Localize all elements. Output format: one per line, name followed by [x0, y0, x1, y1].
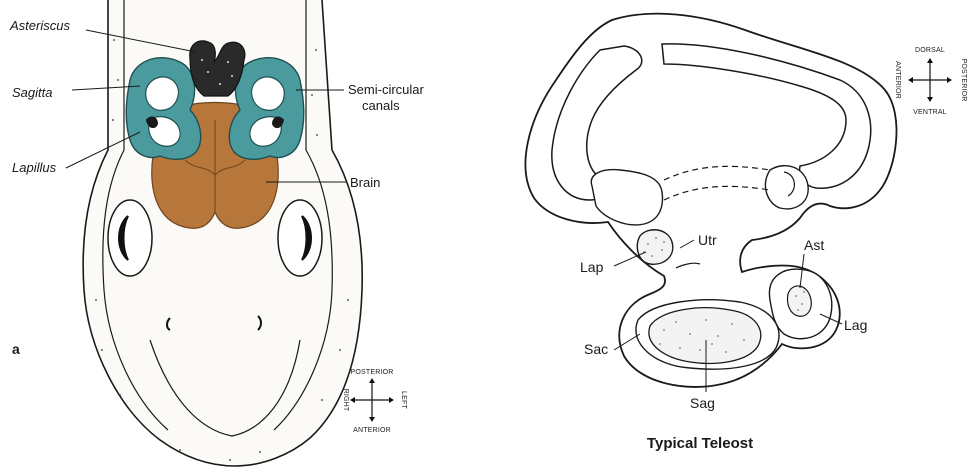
label-lapillus: Lapillus — [12, 160, 57, 175]
label-sag: Sag — [690, 395, 715, 411]
compass-b-right: POSTERIOR — [960, 58, 967, 101]
asteriscus-otolith-b — [787, 286, 811, 316]
fish-head-drawing: Asteriscus Sagitta Lapillus Semi-circula… — [9, 0, 425, 466]
compass-a-right: LEFT — [400, 391, 407, 409]
left-eye-socket — [108, 200, 152, 276]
compass-a-bottom: ANTERIOR — [353, 427, 391, 434]
label-sac: Sac — [584, 341, 608, 357]
label-lap: Lap — [580, 259, 604, 275]
compass-a-left: RIGHT — [342, 389, 349, 412]
right-eye-socket — [278, 200, 322, 276]
compass-a-top: POSTERIOR — [350, 369, 393, 376]
label-sagitta: Sagitta — [12, 85, 52, 100]
label-brain: Brain — [350, 175, 380, 190]
figure-b-title: Typical Teleost — [647, 435, 753, 452]
label-lag: Lag — [844, 317, 867, 333]
label-utr: Utr — [698, 232, 717, 248]
inner-ear-drawing: Lap Utr Ast Lag Sac Sag Typical Teleost … — [525, 14, 967, 452]
label-semicircular-line1: Semi-circular — [348, 82, 425, 97]
panel-letter-a: a — [12, 341, 20, 357]
compass-b-top: DORSAL — [915, 47, 945, 54]
label-ast: Ast — [804, 237, 824, 253]
lapillus-otolith — [637, 230, 673, 265]
compass-b: DORSAL VENTRAL ANTERIOR POSTERIOR — [894, 47, 967, 116]
sagitta-otolith-b — [649, 308, 761, 364]
compass-a: POSTERIOR ANTERIOR RIGHT LEFT — [342, 369, 407, 434]
label-semicircular-line2: canals — [362, 98, 400, 113]
label-asteriscus: Asteriscus — [9, 18, 70, 33]
compass-b-left: ANTERIOR — [894, 61, 901, 99]
compass-b-bottom: VENTRAL — [913, 109, 947, 116]
